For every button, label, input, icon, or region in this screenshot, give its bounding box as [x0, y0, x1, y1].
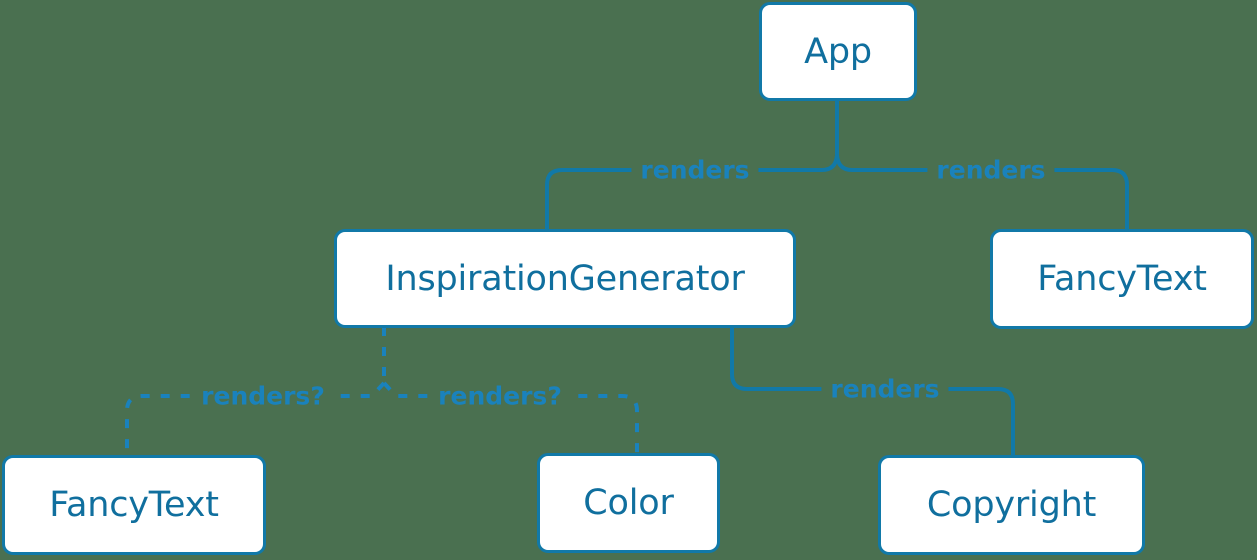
node-inspiration-generator[interactable]: InspirationGenerator: [334, 229, 796, 328]
node-app-label: App: [804, 31, 872, 72]
edge-inspiration-to-color: [382, 381, 639, 454]
edge-label-inspiration-to-color: renders?: [429, 383, 571, 409]
node-copyright[interactable]: Copyright: [878, 455, 1145, 555]
edge-label-app-to-fancytext: renders: [927, 157, 1055, 183]
node-fancytext-top-label: FancyText: [1037, 259, 1207, 299]
node-fancytext-top[interactable]: FancyText: [990, 229, 1254, 329]
edge-label-inspiration-to-copyright: renders: [821, 376, 949, 402]
edge-label-app-to-inspiration: renders: [631, 157, 759, 183]
edge-label-inspiration-to-fancytext: renders?: [192, 383, 334, 409]
edge-inspiration-to-fancytext: [125, 381, 386, 456]
node-inspiration-generator-label: InspirationGenerator: [385, 258, 745, 299]
node-color-label: Color: [583, 483, 674, 523]
node-app[interactable]: App: [759, 2, 917, 101]
edge-app-to-inspiration: [545, 154, 839, 231]
edge-app-to-fancytext: [835, 154, 1129, 231]
node-copyright-label: Copyright: [926, 485, 1097, 525]
node-fancytext-bottom[interactable]: FancyText: [2, 455, 266, 555]
node-color[interactable]: Color: [537, 453, 720, 553]
node-fancytext-bottom-label: FancyText: [49, 485, 219, 525]
